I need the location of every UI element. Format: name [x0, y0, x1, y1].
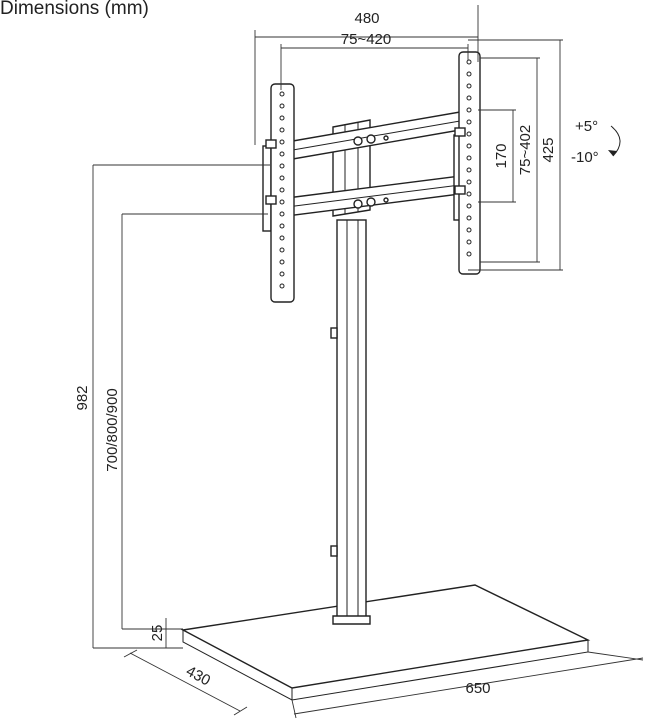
- mounting-hole: [466, 203, 472, 209]
- mounting-hole: [466, 131, 472, 137]
- column: [330, 219, 371, 625]
- dimension-label: 170: [493, 143, 510, 168]
- mounting-hole: [279, 91, 285, 97]
- mounting-hole: [466, 251, 472, 257]
- mounting-hole: [279, 271, 285, 277]
- dimension-label: 25: [149, 625, 166, 642]
- mounting-hole: [279, 259, 285, 265]
- mounting-hole: [279, 187, 285, 193]
- mounting-hole: [466, 167, 472, 173]
- mounting-hole: [279, 199, 285, 205]
- mounting-hole: [279, 235, 285, 241]
- mounting-hole: [279, 211, 285, 217]
- mounting-hole: [466, 95, 472, 101]
- mounting-hole: [279, 247, 285, 253]
- tilt-down-label: -10°: [571, 149, 599, 166]
- dimension-vesa-height: 75~402: [480, 57, 540, 263]
- page-title: Dimensions (mm): [0, 0, 149, 19]
- mounting-hole: [466, 59, 472, 65]
- mounting-hole: [279, 175, 285, 181]
- dimension-panel-height: 425: [468, 39, 563, 271]
- mounting-hole: [279, 115, 285, 121]
- dimension-width-480: 480: [254, 5, 479, 145]
- left-vertical-bracket: [262, 83, 295, 303]
- dimension-vesa-width: 75~420: [280, 31, 469, 90]
- mounting-hole: [466, 215, 472, 221]
- dimension-bracket-spacing: 170: [478, 109, 516, 203]
- mounting-hole: [279, 127, 285, 133]
- base-plate: [180, 584, 591, 701]
- mounting-hole: [466, 155, 472, 161]
- mounting-hole: [466, 83, 472, 89]
- mounting-hole: [279, 151, 285, 157]
- dimension-label: 650: [465, 680, 490, 697]
- mounting-hole: [466, 179, 472, 185]
- dimension-label: 75~402: [517, 125, 534, 175]
- right-vertical-bracket: [453, 51, 481, 275]
- mounting-hole: [466, 107, 472, 113]
- mounting-hole: [279, 223, 285, 229]
- dimension-mount-heights: 700/800/900: [104, 213, 268, 630]
- mounting-hole: [466, 191, 472, 197]
- mounting-hole: [279, 103, 285, 109]
- tilt-indicator: +5° -10°: [571, 118, 621, 166]
- mounting-hole: [466, 119, 472, 125]
- mounting-hole: [279, 139, 285, 145]
- mounting-hole: [466, 143, 472, 149]
- mounting-hole: [279, 283, 285, 289]
- dimension-label: 982: [74, 385, 91, 410]
- dimension-label: 480: [354, 10, 379, 27]
- dimension-label: 430: [183, 663, 213, 690]
- mounting-hole: [466, 239, 472, 245]
- dimension-label: 75~420: [341, 31, 391, 48]
- dimension-label: 700/800/900: [104, 388, 121, 471]
- tilt-up-label: +5°: [575, 118, 598, 135]
- dimension-base-width: 650: [291, 651, 644, 719]
- dimension-base-depth: 430: [123, 649, 248, 716]
- mounting-hole: [466, 227, 472, 233]
- rail-screws: [353, 134, 389, 209]
- mounting-hole: [279, 163, 285, 169]
- dimension-total-height: 982: [74, 164, 270, 649]
- dimension-label: 425: [540, 137, 557, 162]
- mounting-hole: [466, 71, 472, 77]
- dimension-base-thickness: 25: [149, 618, 167, 648]
